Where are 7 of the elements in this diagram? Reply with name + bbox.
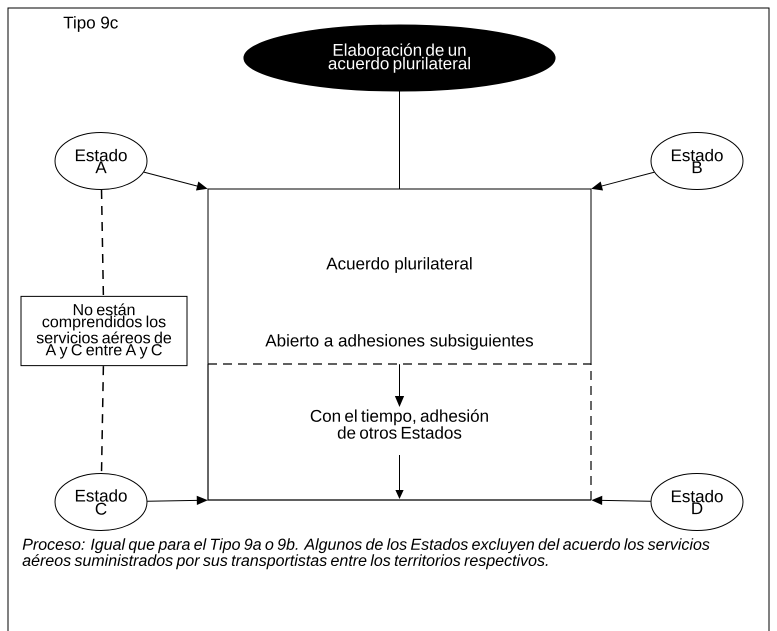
dashed-line xyxy=(100,366,104,473)
diagram-label: Tipo 9c xyxy=(64,16,118,32)
note-box: No están comprendidos los servicios aéreos de A y C entre A y C xyxy=(20,296,188,366)
dashed-line xyxy=(100,190,104,296)
caption: Proceso: Igual que para el Tipo 9a o 9b. Algunos de los Estados excluyen del acuerdo los servicios aéreos suministrados por sus transportistas entre los territorios respectivos. xyxy=(22,538,710,570)
connector-line xyxy=(399,91,400,190)
accession-box: Con el tiempo, adhesión de otros Estados xyxy=(207,363,592,501)
